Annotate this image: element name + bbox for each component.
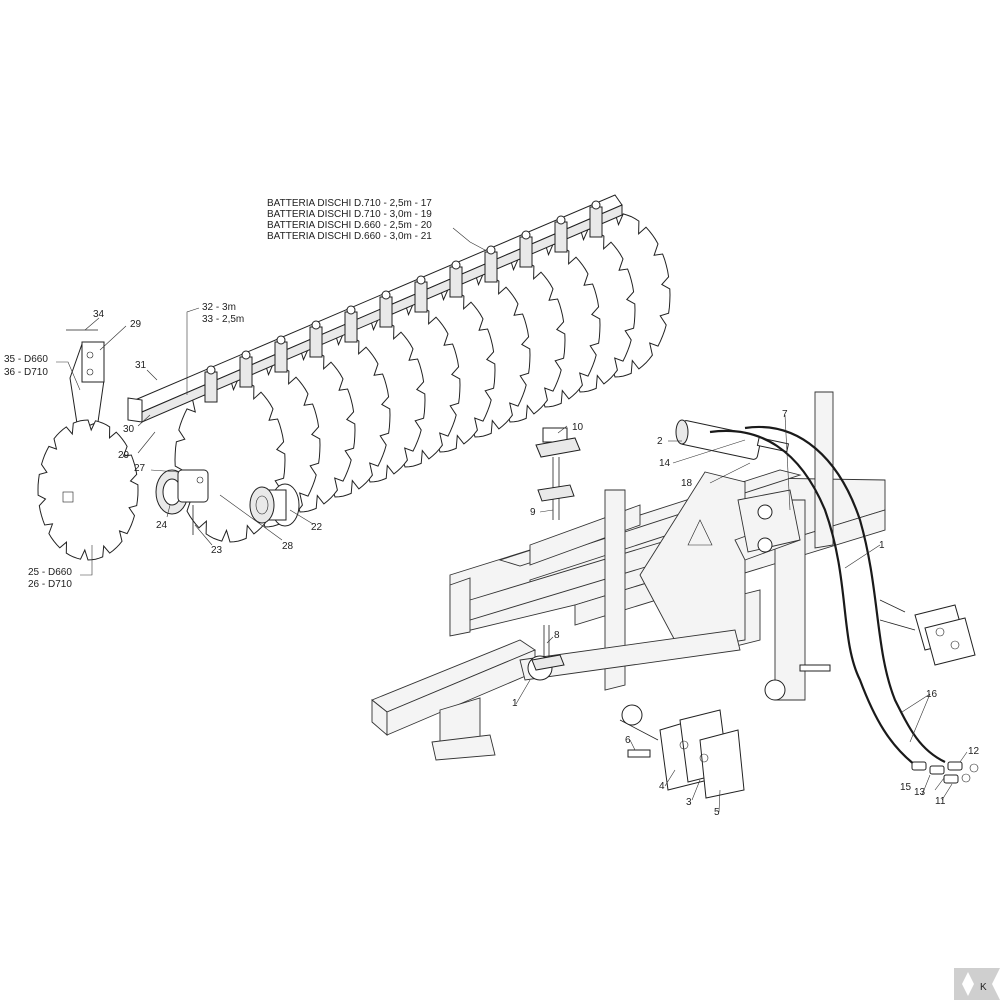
callout-8: 8 <box>554 630 560 641</box>
assembly-label-block: BATTERIA DISCHI D.710 - 2,5m - 17 BATTER… <box>267 198 432 242</box>
clamp-bolt <box>241 350 251 360</box>
main-frame <box>371 391 886 761</box>
callout-23: 23 <box>211 545 223 556</box>
callout-15: 15 <box>900 782 912 793</box>
callout-14: 14 <box>659 458 671 469</box>
callout-6: 6 <box>625 735 631 746</box>
callout-10: 10 <box>572 422 584 433</box>
assembly-label-1: BATTERIA DISCHI D.710 - 2,5m - 17 <box>267 198 432 209</box>
group-label-25: 25 - D660 <box>28 567 72 578</box>
group-label-26: 26 - D710 <box>28 579 72 590</box>
assembly-label-4: BATTERIA DISCHI D.660 - 3,0m - 21 <box>267 231 432 242</box>
disc-clamp <box>309 326 323 358</box>
callout-7: 7 <box>782 409 788 420</box>
group-label-35: 35 - D660 <box>4 354 48 365</box>
logo-text: K <box>980 982 987 993</box>
disc-clamp <box>239 356 253 388</box>
callout-numbers: 34 29 31 30 29 27 24 23 28 22 10 9 8 2 1… <box>93 309 980 818</box>
callout-22: 22 <box>311 522 323 533</box>
callout-3: 3 <box>686 797 692 808</box>
callout-29-bottom: 29 <box>118 450 130 461</box>
clamp-bolt <box>591 200 601 210</box>
disc-clamp <box>519 236 533 268</box>
disc-clamp <box>414 281 428 313</box>
clamp-bolt <box>206 365 216 375</box>
group-label-32: 32 - 3m <box>202 302 236 313</box>
callout-4: 4 <box>659 781 665 792</box>
clamp-bolt <box>381 290 391 300</box>
callout-31: 31 <box>135 360 147 371</box>
clamp-bolt <box>556 215 566 225</box>
group-label-36: 36 - D710 <box>4 367 48 378</box>
callout-18: 18 <box>681 478 693 489</box>
disc-clamp <box>274 341 288 373</box>
callout-9: 9 <box>530 507 536 518</box>
callout-24: 24 <box>156 520 168 531</box>
clamp-bolt <box>311 320 321 330</box>
disc-square-hole <box>62 491 74 503</box>
callout-12: 12 <box>968 746 980 757</box>
leader-lines <box>56 227 968 813</box>
end-scraper-plate <box>66 329 105 431</box>
disc-clamp <box>589 206 603 238</box>
callout-5: 5 <box>714 807 720 818</box>
callout-11: 11 <box>935 796 946 807</box>
clamp-bolt <box>486 245 496 255</box>
callout-2: 2 <box>657 436 663 447</box>
callout-1-right: 1 <box>879 540 885 551</box>
quick-coupler <box>911 761 979 784</box>
disc-clamp <box>449 266 463 298</box>
pin-8 <box>531 625 565 671</box>
disc-clamp <box>484 251 498 283</box>
clamp-bolt <box>521 230 531 240</box>
hitch-bracket-right <box>879 599 976 666</box>
disc-clamp <box>204 371 218 403</box>
disc-clamp <box>554 221 568 253</box>
disc-clamp <box>344 311 358 343</box>
hitch-bracket-left <box>619 704 745 799</box>
disc-clamp <box>379 296 393 328</box>
hydraulic-cylinder <box>675 419 790 460</box>
clamp-bolt <box>451 260 461 270</box>
hydraulic-hoses <box>709 425 946 766</box>
callout-16: 16 <box>926 689 938 700</box>
clamp-bolt <box>416 275 426 285</box>
assembly-label-2: BATTERIA DISCHI D.710 - 3,0m - 19 <box>267 209 432 220</box>
clamp-bolt <box>346 305 356 315</box>
group-label-33: 33 - 2,5m <box>202 314 244 325</box>
bearing-hub <box>155 469 209 515</box>
clamp-bolt <box>276 335 286 345</box>
callout-28: 28 <box>282 541 294 552</box>
depth-screw <box>535 427 581 520</box>
assembly-label-3: BATTERIA DISCHI D.660 - 2,5m - 20 <box>267 220 432 231</box>
end-disc-blade <box>37 419 139 561</box>
callout-27: 27 <box>134 463 146 474</box>
spacer-spool <box>249 483 300 527</box>
kramp-logo: K <box>954 968 1000 1000</box>
end-disc <box>37 419 139 561</box>
callout-13: 13 <box>914 787 926 798</box>
callout-1-left: 1 <box>512 698 518 709</box>
callout-34: 34 <box>93 309 105 320</box>
disc-clamps <box>204 200 603 403</box>
callout-29-top: 29 <box>130 319 142 330</box>
callout-30: 30 <box>123 424 135 435</box>
